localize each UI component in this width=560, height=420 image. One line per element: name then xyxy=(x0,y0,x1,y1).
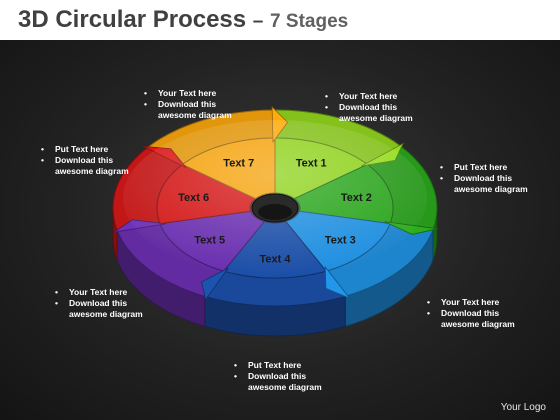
segment-label-5: Text 5 xyxy=(194,235,225,247)
center-hole-depth xyxy=(258,204,292,220)
note-continuation: awesome diagram xyxy=(69,309,143,319)
segment-labels: Text 1 Text 2 Text 3 Text 4 Text 5 Text 6 Text… xyxy=(178,158,372,266)
note-bullet: Download this xyxy=(440,173,550,184)
logo-text: Your Logo xyxy=(500,402,546,413)
segment-label-4: Text 4 xyxy=(260,254,292,266)
note-bullet: Download this xyxy=(55,298,175,309)
segment-arrow-3 xyxy=(324,265,351,300)
note-top-right: Your Text here Download this awesome dia… xyxy=(325,91,445,124)
note-bullet: Put Text here xyxy=(234,360,354,371)
note-bottom-right: Your Text here Download this awesome dia… xyxy=(427,297,542,330)
segment-label-2: Text 2 xyxy=(341,192,372,204)
segment-label-1: Text 1 xyxy=(296,158,327,170)
note-continuation: awesome diagram xyxy=(441,319,515,329)
note-bullet: Download this xyxy=(144,99,264,110)
title-dash: – xyxy=(252,11,264,32)
note-bullet: Download this xyxy=(427,308,542,319)
note-continuation: awesome diagram xyxy=(454,184,528,194)
note-bullet: Your Text here xyxy=(55,287,175,298)
note-continuation: awesome diagram xyxy=(248,382,322,392)
note-bullet: Download this xyxy=(325,102,445,113)
segment-label-6: Text 6 xyxy=(178,192,209,204)
dark-canvas: Text 1 Text 2 Text 3 Text 4 Text 5 Text 6 Text… xyxy=(0,40,560,420)
note-continuation: awesome diagram xyxy=(158,110,232,120)
note-bullet: Your Text here xyxy=(325,91,445,102)
note-bullet: Your Text here xyxy=(144,88,264,99)
header: 3D Circular Process – 7 Stages xyxy=(0,0,560,40)
note-bullet: Put Text here xyxy=(41,144,161,155)
note-bullet: Your Text here xyxy=(427,297,542,308)
note-bottom-left: Your Text here Download this awesome dia… xyxy=(55,287,175,320)
note-bullet: Download this xyxy=(41,155,161,166)
title-main: 3D Circular Process xyxy=(18,6,247,33)
note-bullet: Download this xyxy=(234,371,354,382)
note-left: Put Text here Download this awesome diag… xyxy=(41,144,161,177)
note-bottom: Put Text here Download this awesome diag… xyxy=(234,360,354,393)
note-continuation: awesome diagram xyxy=(55,166,129,176)
title-subtitle: 7 Stages xyxy=(270,11,349,32)
segment-label-3: Text 3 xyxy=(325,235,356,247)
note-bullet: Put Text here xyxy=(440,162,550,173)
note-continuation: awesome diagram xyxy=(339,113,413,123)
page-title: 3D Circular Process – 7 Stages xyxy=(18,6,348,36)
note-right: Put Text here Download this awesome diag… xyxy=(440,162,550,195)
segment-label-7: Text 7 xyxy=(223,158,254,170)
note-top-left: Your Text here Download this awesome dia… xyxy=(144,88,264,121)
